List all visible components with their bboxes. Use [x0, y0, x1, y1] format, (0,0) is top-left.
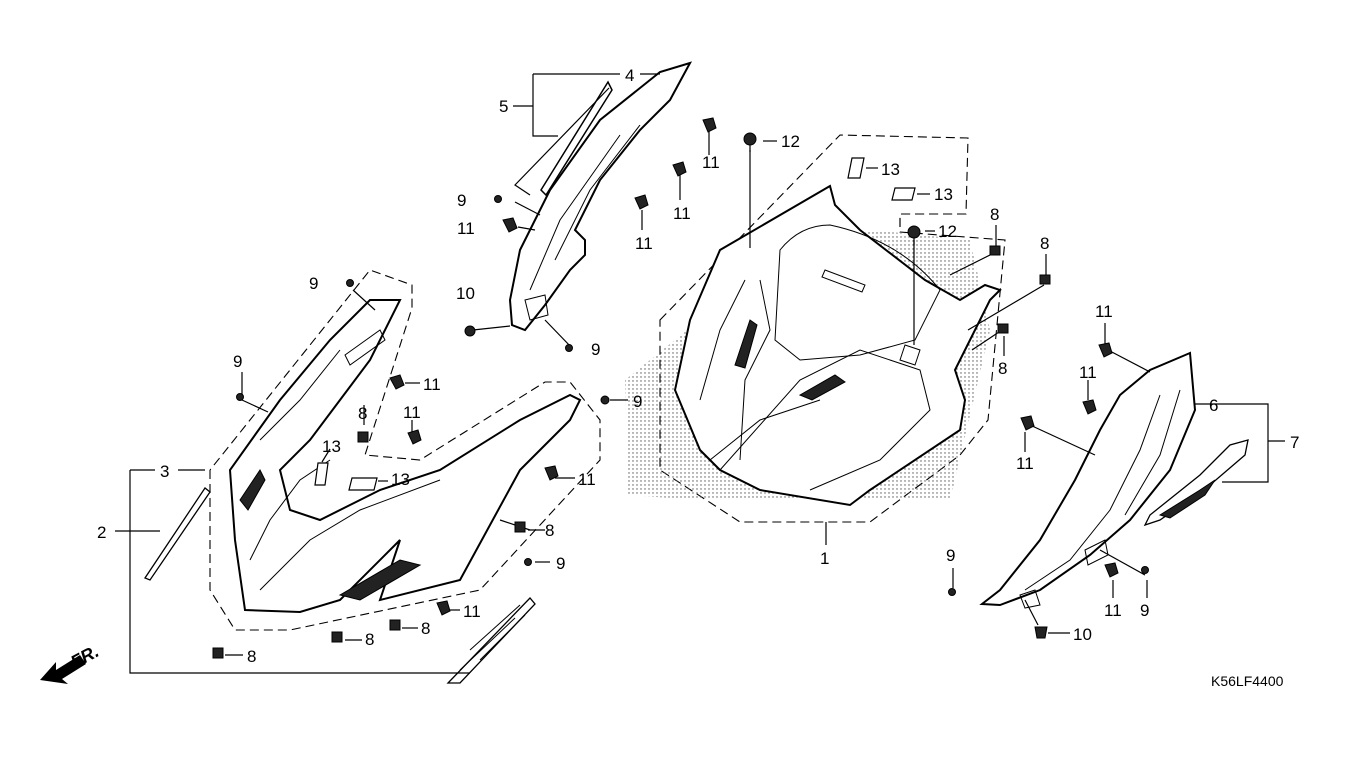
callout-9: 9 — [309, 274, 318, 293]
pad-13 — [847, 157, 865, 179]
clip-11 — [1104, 562, 1119, 578]
pad-13 — [891, 187, 916, 201]
callout-10: 10 — [1073, 625, 1092, 644]
clip-11 — [407, 429, 422, 445]
callout-11: 11 — [457, 219, 475, 238]
clip-11 — [1082, 399, 1097, 415]
callout-11: 11 — [673, 204, 691, 223]
nut-8 — [1039, 274, 1051, 285]
grommet-10 — [1034, 626, 1048, 639]
nut-8 — [514, 521, 526, 533]
right-side-panel — [979, 351, 1249, 609]
callout-9: 9 — [591, 340, 600, 359]
clip-11 — [436, 600, 451, 616]
clip-11 — [702, 117, 717, 133]
callout-8: 8 — [365, 630, 374, 649]
screw-9 — [600, 395, 610, 405]
callout-12: 12 — [781, 132, 800, 151]
callout-7: 7 — [1290, 433, 1299, 452]
callout-11: 11 — [635, 234, 653, 253]
pad-13 — [314, 462, 329, 486]
callout-6: 6 — [1209, 396, 1218, 415]
nut-8 — [331, 631, 343, 643]
callout-11: 11 — [403, 403, 421, 422]
nut-8 — [357, 431, 369, 443]
clip-11 — [634, 194, 649, 210]
screw-9 — [494, 195, 502, 203]
screw-9 — [565, 344, 573, 352]
screw-9 — [1141, 566, 1149, 574]
callout-2: 2 — [97, 523, 106, 542]
pad-13 — [348, 477, 378, 491]
callout-13: 13 — [391, 470, 410, 489]
screw-9 — [236, 393, 244, 401]
callout-11: 11 — [1104, 601, 1122, 620]
nut-8 — [997, 323, 1009, 334]
callout-11: 11 — [702, 153, 720, 172]
callout-8: 8 — [421, 619, 430, 638]
callout-13: 13 — [322, 437, 341, 456]
callout-12: 12 — [938, 222, 957, 241]
nut-8 — [989, 245, 1001, 256]
left-front-cowl — [144, 269, 601, 684]
callout-1: 1 — [820, 549, 829, 568]
screw-9 — [524, 558, 532, 566]
clip-11 — [502, 217, 518, 233]
front-direction-indicator: FR. — [40, 641, 102, 684]
callout-11: 11 — [578, 470, 596, 489]
drawing-code: K56LF4400 — [1211, 673, 1284, 689]
front-arrow-icon — [40, 655, 86, 684]
callout-9: 9 — [556, 554, 565, 573]
callout-8: 8 — [1040, 234, 1049, 253]
callout-8: 8 — [358, 404, 367, 423]
callout-4: 4 — [625, 66, 634, 85]
callout-8: 8 — [990, 205, 999, 224]
clip-11 — [1020, 415, 1035, 431]
callout-11: 11 — [423, 375, 441, 394]
callout-3: 3 — [160, 462, 169, 481]
grommet-10 — [464, 325, 476, 337]
callout-9: 9 — [946, 546, 955, 565]
callout-9: 9 — [633, 392, 642, 411]
callout-11: 11 — [1095, 302, 1113, 321]
screw-9 — [948, 588, 956, 596]
screw-9 — [346, 279, 354, 287]
clip-11 — [672, 161, 687, 177]
left-upper-panel — [508, 61, 693, 332]
fasteners — [212, 117, 1149, 659]
callout-13: 13 — [881, 160, 900, 179]
callout-8: 8 — [545, 521, 554, 540]
callout-13: 13 — [934, 185, 953, 204]
clip-11 — [544, 465, 559, 481]
nut-8 — [212, 647, 224, 659]
callout-9: 9 — [1140, 601, 1149, 620]
clip-11 — [389, 374, 405, 390]
nut-8 — [389, 619, 401, 631]
callout-8: 8 — [247, 647, 256, 666]
callout-9: 9 — [233, 352, 242, 371]
leader-lines — [115, 73, 1285, 674]
guide-frames — [899, 213, 966, 232]
callout-labels: 1 2 3 4 5 6 7 8 8 8 8 8 8 8 8 9 9 9 9 9 … — [97, 66, 1299, 666]
callout-11: 11 — [1016, 454, 1034, 473]
callout-11: 11 — [1079, 363, 1097, 382]
front-cover-assembly — [625, 134, 1006, 523]
bolt-12 — [743, 132, 757, 146]
bolt-12 — [907, 225, 921, 239]
callout-10: 10 — [456, 284, 475, 303]
clip-11 — [1098, 342, 1113, 358]
callout-5: 5 — [499, 97, 508, 116]
callout-8: 8 — [998, 359, 1007, 378]
callout-9: 9 — [457, 191, 466, 210]
callout-11: 11 — [463, 602, 481, 621]
